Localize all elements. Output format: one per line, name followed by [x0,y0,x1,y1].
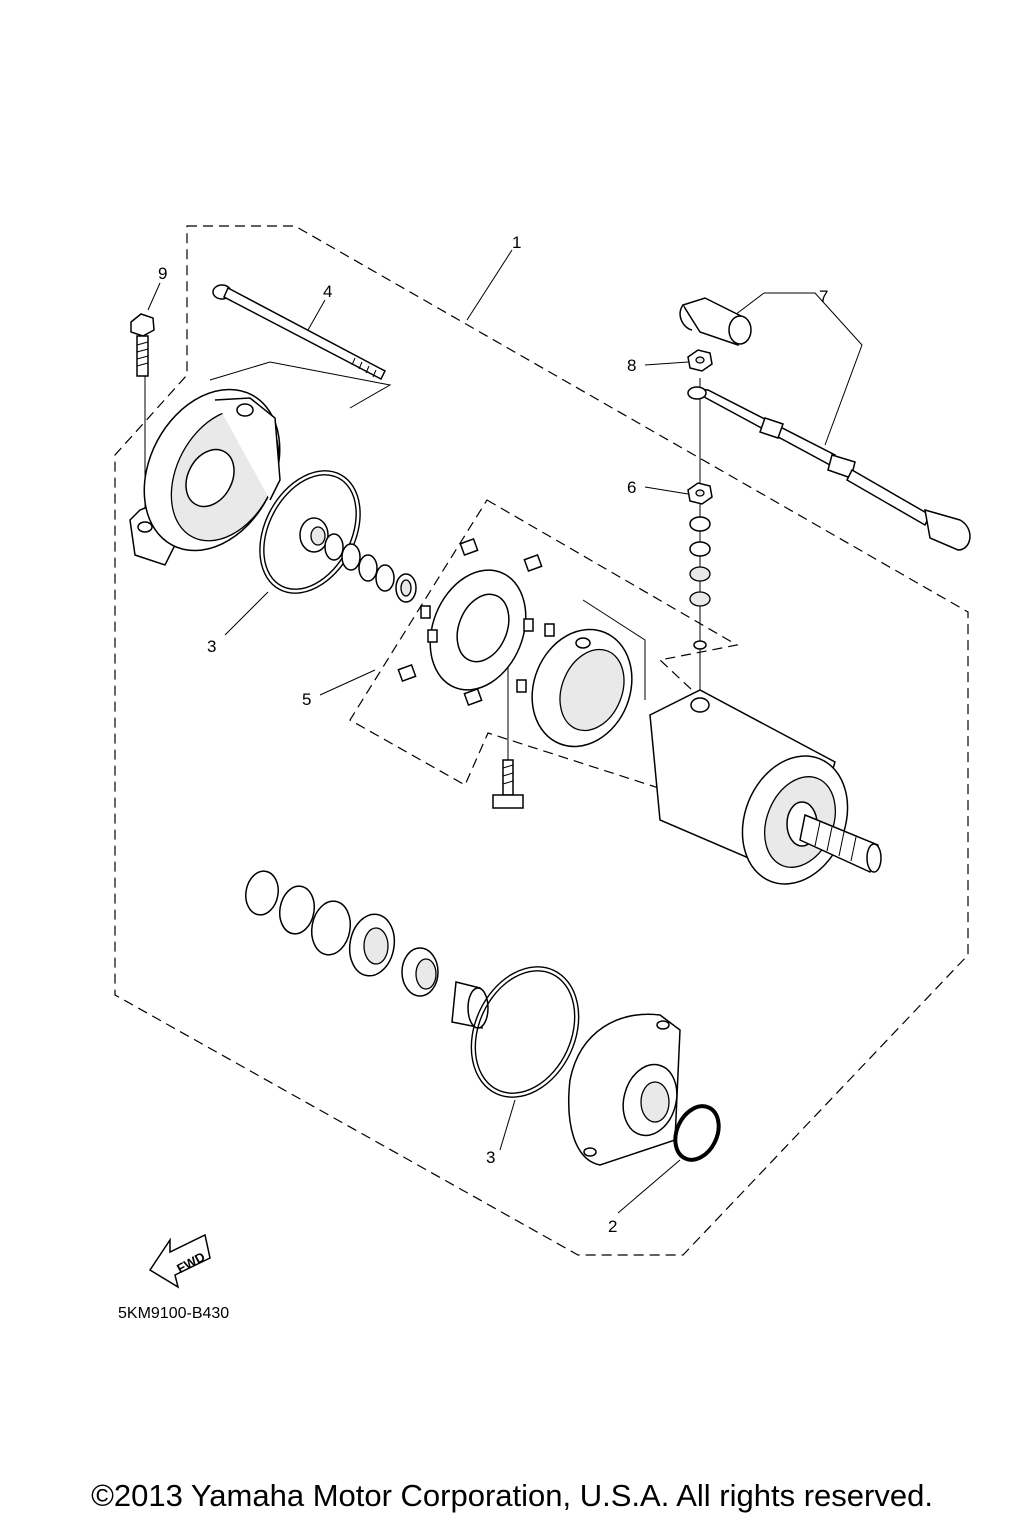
assembly-boundary [114,225,969,1256]
callout-3-upper: 3 [207,637,216,656]
callout-3-lower: 3 [486,1148,495,1167]
copyright-notice: ©2013 Yamaha Motor Corporation, U.S.A. A… [91,1478,933,1513]
callout-6: 6 [627,478,636,497]
callout-8: 8 [627,356,636,375]
flange-bolt-part-9[interactable] [130,313,155,377]
callout-1: 1 [512,233,521,252]
callout-4: 4 [323,282,332,301]
callout-7: 7 [819,287,828,306]
brush-holder-part-5[interactable] [397,538,555,706]
through-bolt-part-4[interactable] [212,284,386,381]
rear-cover-housing[interactable] [117,366,306,574]
nut-part-8[interactable] [687,349,713,372]
nut-part-6[interactable] [687,482,713,505]
brush-holder-boundary [349,499,741,791]
o-ring-part-3-lower[interactable] [451,949,599,1115]
terminal-washer-stack[interactable] [689,516,711,650]
starter-motor-body[interactable] [649,689,882,900]
yoke-ring[interactable] [515,614,649,761]
front-washer-stack[interactable] [242,869,399,980]
callout-2: 2 [608,1217,617,1236]
callout-5: 5 [302,690,311,709]
starter-cable-part-7[interactable] [679,297,971,551]
callout-9: 9 [158,264,167,283]
o-ring-part-2[interactable] [667,1099,727,1167]
upper-washer-stack[interactable] [299,517,417,603]
front-bearing[interactable] [401,947,439,997]
brush-screw[interactable] [492,759,524,809]
front-cover[interactable] [568,1013,685,1166]
diagram-code: 5KM9100-B430 [118,1305,229,1322]
fwd-arrow-icon: FWD [148,1233,211,1289]
